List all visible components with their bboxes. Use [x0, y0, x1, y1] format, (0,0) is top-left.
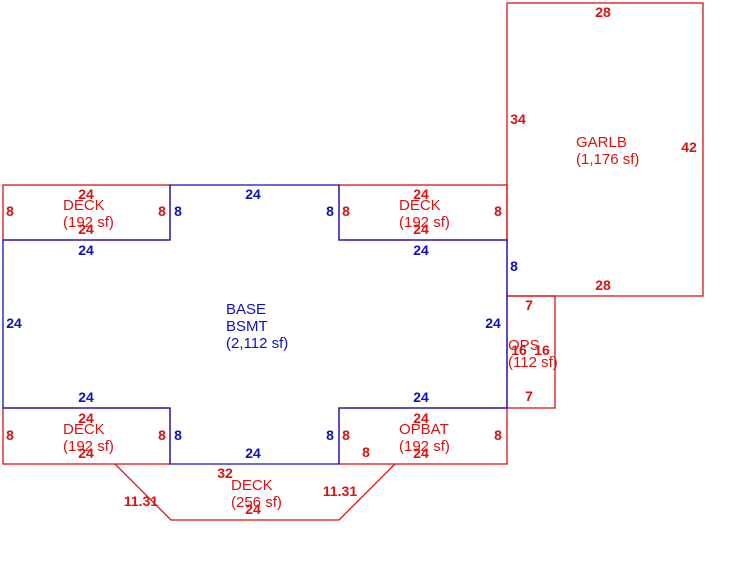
dim-base-notch-br: 8 [326, 427, 334, 443]
dim-deck-tl-top: 24 [78, 186, 94, 202]
dim-deck-bl-left: 8 [6, 427, 14, 443]
base-outline [2, 184, 508, 465]
dim-base-right: 24 [485, 315, 501, 331]
dim-deck-tr-top: 24 [413, 186, 429, 202]
dim-deck-b-left: 11.31 [124, 493, 158, 509]
deck-tr-name: DECK [399, 197, 441, 214]
dim-deck-bl-bottom: 24 [78, 445, 94, 461]
dim-deck-tr-bottom: 24 [413, 221, 429, 237]
dim-base-top: 24 [245, 186, 261, 202]
dim-ops-left: 16 [511, 342, 527, 358]
dim-base-bottom: 24 [245, 445, 261, 461]
dim-deck-b-bottom: 24 [245, 501, 261, 517]
dim-ops-bottom: 7 [525, 388, 533, 404]
dim-base-notch-tl-right: 8 [326, 203, 334, 219]
dim-garlb-right: 42 [681, 139, 697, 155]
dim-ops-top: 7 [525, 297, 533, 313]
deck-bottom-outline [114, 463, 396, 521]
dim-deck-tl-left: 8 [6, 203, 14, 219]
dim-base-lower-right: 24 [413, 389, 429, 405]
dim-deck-bl-right: 8 [158, 427, 166, 443]
dim-opbat-bottom: 24 [413, 445, 429, 461]
dim-base-left: 24 [6, 315, 22, 331]
dim-deck-tl-bottom: 24 [78, 221, 94, 237]
dim-base-upper-left: 24 [78, 242, 94, 258]
deck-bl-name: DECK [63, 421, 105, 438]
dim-opbat-top: 24 [413, 410, 429, 426]
dim-deck-b-top: 32 [217, 465, 233, 481]
dim-opbat-right: 8 [494, 427, 502, 443]
deck-tl-size: (192 sf) [63, 214, 114, 231]
base-size: (2,112 sf) [226, 335, 288, 352]
dim-garlb-left: 34 [510, 111, 526, 127]
dim-opbat-left: 8 [342, 427, 350, 443]
dim-deck-b-right: 11.31 [323, 483, 357, 499]
deck-bl-size: (192 sf) [63, 438, 114, 455]
dim-base-right-upper: 8 [510, 258, 518, 274]
base-name: BASE [226, 301, 266, 318]
dim-base-lower-left: 24 [78, 389, 94, 405]
deck-tl-name: DECK [63, 197, 105, 214]
garlb-size: (1,176 sf) [576, 151, 639, 168]
ops-name: OPS [508, 337, 540, 354]
ops-size: (112 sf) [508, 354, 558, 371]
dim-deck-tl-right: 8 [158, 203, 166, 219]
opbat-name: OPBAT [399, 421, 449, 438]
dim-deck-bl-top: 24 [78, 410, 94, 426]
deck-tr-size: (192 sf) [399, 214, 450, 231]
dim-ops-right: 16 [534, 342, 550, 358]
garlb-name: GARLB [576, 134, 627, 151]
opbat-size: (192 sf) [399, 438, 450, 455]
base-sub: BSMT [226, 318, 268, 335]
garlb-outline [506, 2, 704, 297]
dim-deck-tr-left: 8 [342, 203, 350, 219]
dim-base-notch-bl: 8 [174, 427, 182, 443]
dim-deck-tr-right: 8 [494, 203, 502, 219]
dim-garlb-bottom: 28 [595, 277, 611, 293]
deck-bottom-size: (256 sf) [231, 494, 282, 511]
dim-garlb-top: 28 [595, 4, 611, 20]
dim-base-notch-tl-left: 8 [174, 203, 182, 219]
dim-base-upper-right: 24 [413, 242, 429, 258]
deck-bottom-name: DECK [231, 477, 273, 494]
dim-opbat-inner: 8 [362, 444, 370, 460]
